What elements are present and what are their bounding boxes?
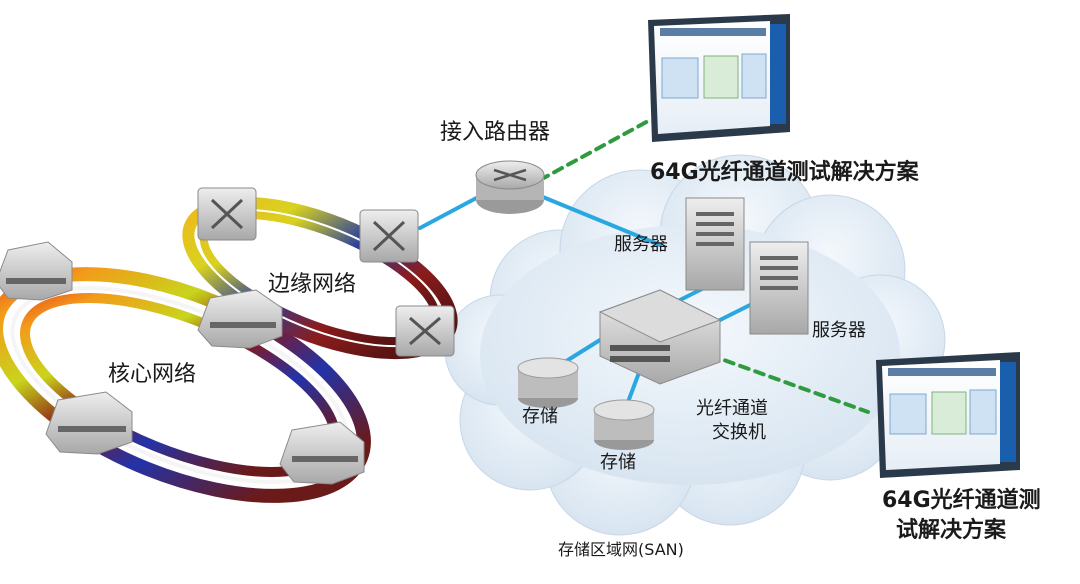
switch-icon	[359, 209, 419, 263]
san-caption: 存储区域网(SAN)	[558, 540, 684, 559]
test-solution-right-label-line1: 64G光纤通道测	[882, 488, 1041, 513]
access-router-label: 接入路由器	[440, 120, 551, 145]
fc-switch-icon	[598, 289, 722, 385]
fc-switch-label-line1: 光纤通道	[696, 398, 768, 419]
fc-switch-label-line2: 交换机	[712, 422, 766, 443]
monitor-icon	[648, 14, 790, 142]
test-solution-right-label-line2: 试解决方案	[896, 518, 1007, 543]
storage-bottom-label: 存储	[600, 452, 636, 473]
server-icon	[749, 241, 809, 335]
monitor-icon	[876, 352, 1020, 478]
core-node	[197, 289, 283, 349]
core-node	[0, 241, 73, 301]
server-icon	[685, 197, 745, 291]
storage-icon	[593, 399, 655, 450]
core-network-label: 核心网络	[108, 362, 197, 387]
core-node	[45, 391, 133, 455]
storage-icon	[517, 357, 579, 408]
server-right-label: 服务器	[812, 320, 866, 341]
edge-network-label: 边缘网络	[268, 272, 357, 297]
switch-icon	[197, 187, 257, 241]
router-icon	[475, 160, 545, 214]
switch-icon	[395, 305, 455, 357]
test-solution-top-label: 64G光纤通道测试解决方案	[650, 160, 919, 185]
server-top-label: 服务器	[614, 234, 668, 255]
storage-left-label: 存储	[522, 406, 558, 427]
core-node	[279, 421, 365, 485]
